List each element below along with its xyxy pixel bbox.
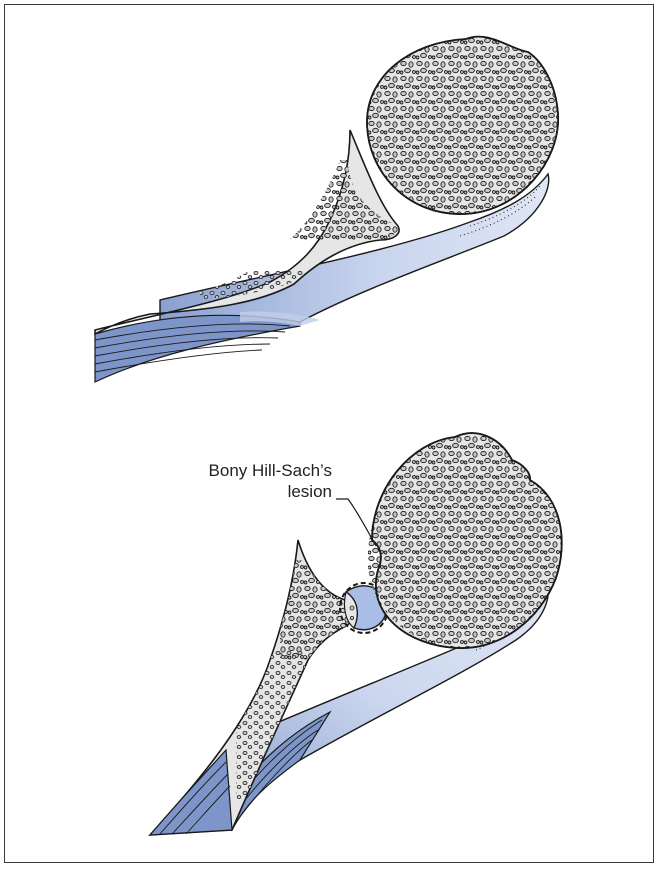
lesion-label: Bony Hill-Sach’s lesion (176, 460, 332, 502)
lesion-label-line2: lesion (176, 481, 332, 502)
lesion-label-line1: Bony Hill-Sach’s (176, 460, 332, 481)
top-shoulder-normal (95, 30, 562, 382)
